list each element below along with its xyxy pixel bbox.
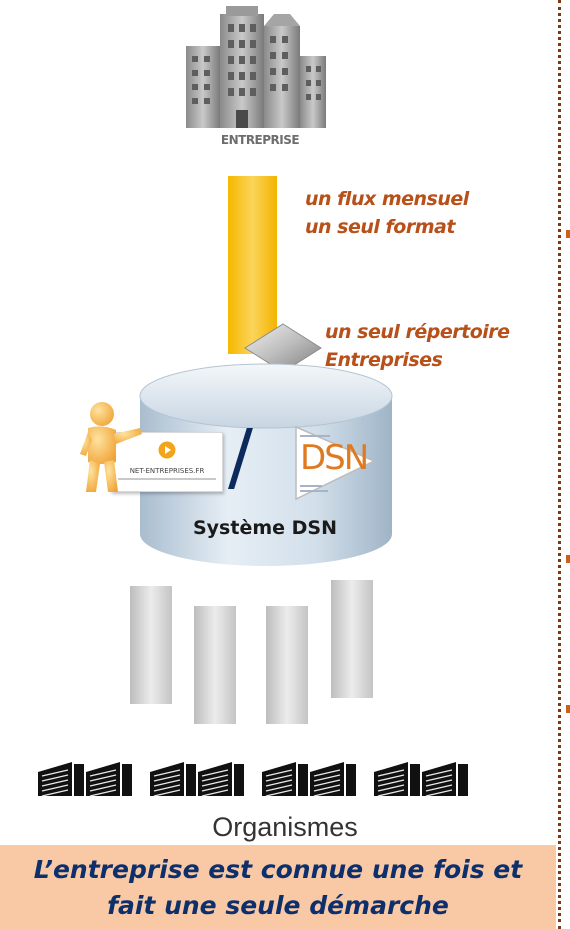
- edge-marker: [566, 555, 570, 563]
- organisme-building-icon: [374, 762, 420, 797]
- dsn-system-title: Système DSN: [192, 517, 337, 539]
- conclusion-line-1: L’entreprise est connue une fois et: [33, 855, 523, 884]
- dsn-logo-text: DSN: [300, 438, 369, 478]
- slash-separator: /: [228, 414, 253, 500]
- organisme-building-icon: [150, 762, 196, 797]
- conclusion-line-2: fait une seule démarche: [107, 891, 449, 920]
- conclusion-banner: [0, 845, 556, 929]
- person-icon: [80, 402, 142, 492]
- repertoire-annotation: un seul répertoire Entreprises: [325, 318, 510, 374]
- edge-marker: [566, 705, 570, 713]
- flow-bar-4: [331, 580, 373, 698]
- repertoire-line-1: un seul répertoire: [325, 321, 510, 343]
- flow-bar: [228, 176, 277, 354]
- flow-bar-2: [194, 606, 236, 724]
- flow-bar-3: [266, 606, 308, 724]
- distribution-bars: [130, 580, 373, 724]
- organismes-icons: [38, 758, 498, 798]
- net-entreprises-logo-text: NET-ENTREPRISES.FR: [129, 467, 205, 475]
- edge-marker: [566, 230, 570, 238]
- organisme-building-icon: [262, 762, 308, 797]
- flux-line-1: un flux mensuel: [305, 188, 469, 210]
- net-entreprises-logo: NET-ENTREPRISES.FR: [111, 432, 223, 492]
- office-building-icon: [186, 6, 326, 128]
- right-border: [558, 0, 561, 929]
- play-circle-icon: [158, 441, 176, 459]
- organisme-building-icon: [310, 762, 356, 797]
- flux-line-2: un seul format: [305, 216, 455, 238]
- organisme-building-icon: [422, 762, 468, 797]
- organisme-building-icon: [38, 762, 84, 797]
- flow-bar-1: [130, 586, 172, 704]
- logo-underline: [118, 478, 216, 480]
- conclusion-text: L’entreprise est connue une fois et fait…: [0, 852, 556, 924]
- organisme-building-icon: [86, 762, 132, 797]
- dsn-logo-arrow: [295, 425, 376, 501]
- organisme-building-icon: [198, 762, 244, 797]
- flux-annotation: un flux mensuel un seul format: [305, 185, 469, 241]
- entreprise-label: ENTREPRISE: [220, 133, 300, 147]
- repertoire-line-2: Entreprises: [325, 349, 443, 371]
- organismes-label: Organismes: [212, 812, 358, 842]
